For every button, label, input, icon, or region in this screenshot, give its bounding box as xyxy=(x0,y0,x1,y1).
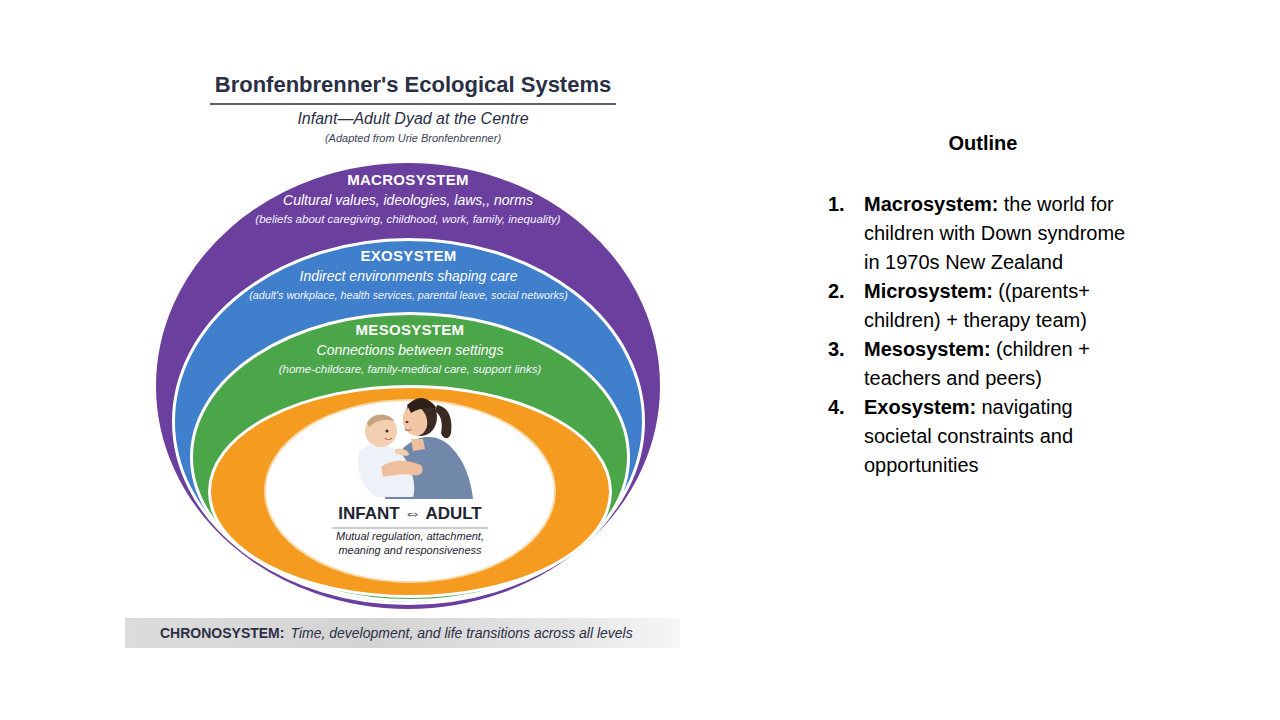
mesosystem-ellipse: MESOSYSTEMConnections between settings(h… xyxy=(190,312,630,602)
item-number: 4. xyxy=(828,393,864,422)
diagram-title: Bronfenbrenner's Ecological Systems xyxy=(150,72,676,98)
system-description: Indirect environments shaping care xyxy=(172,266,645,286)
system-description: Cultural values, ideologies, laws,, norm… xyxy=(153,190,663,210)
text-group: EXOSYSTEMIndirect environments shaping c… xyxy=(172,246,645,304)
subtitle: Infant—Adult Dyad at the Centre xyxy=(150,110,676,128)
item-number: 3. xyxy=(828,335,864,364)
system-examples: (home-childcare, family-medical care, su… xyxy=(190,360,630,378)
source-note: (Adapted from Urie Bronfenbrenner) xyxy=(150,132,676,144)
outline-item: 1.Macrosystem:the world for children wit… xyxy=(828,190,1138,277)
macrosystem-ellipse: MACROSYSTEMCultural values, ideologies, … xyxy=(153,160,663,612)
system-examples: Mutual regulation, attachment, meaning a… xyxy=(320,529,500,557)
text-group: INFANT ⇔ ADULT Mutual regulation, attachm… xyxy=(208,503,612,557)
system-heading: EXOSYSTEM xyxy=(172,246,645,266)
chronosystem-band: CHRONOSYSTEM: Time, development, and life… xyxy=(125,618,680,648)
title-rule xyxy=(210,103,616,105)
item-body: Mesosystem:(children + teachers and peer… xyxy=(864,335,1138,393)
text-group: MACROSYSTEMCultural values, ideologies, … xyxy=(153,170,663,228)
item-term: Mesosystem: xyxy=(864,338,991,360)
text-group: MESOSYSTEMConnections between settings(h… xyxy=(190,320,630,378)
outline-item: 3.Mesosystem:(children + teachers and pe… xyxy=(828,335,1138,393)
outline-item: 2.Microsystem:((parents+ children) + the… xyxy=(828,277,1138,335)
item-term: Exosystem: xyxy=(864,396,976,418)
outline-heading: Outline xyxy=(830,132,1136,155)
band-heading: CHRONOSYSTEM: xyxy=(160,625,284,641)
dyad-ellipse: INFANT ⇔ ADULT Mutual regulation, attachm… xyxy=(208,385,612,598)
band-text: Time, development, and life transitions … xyxy=(290,625,632,641)
item-number: 2. xyxy=(828,277,864,306)
system-heading: INFANT ⇔ ADULT xyxy=(208,503,612,525)
mother-infant-illustration xyxy=(325,389,475,499)
item-body: Microsystem:((parents+ children) + thera… xyxy=(864,277,1138,335)
system-examples: (adult's workplace, health services, par… xyxy=(172,286,645,304)
item-term: Microsystem: xyxy=(864,280,993,302)
outline-list: 1.Macrosystem:the world for children wit… xyxy=(828,190,1138,480)
exosystem-ellipse: EXOSYSTEMIndirect environments shaping c… xyxy=(172,238,645,605)
system-heading: MACROSYSTEM xyxy=(153,170,663,190)
item-body: Exosystem:navigating societal constraint… xyxy=(864,393,1138,480)
system-description: Connections between settings xyxy=(190,340,630,360)
outline-item: 4.Exosystem:navigating societal constrai… xyxy=(828,393,1138,480)
system-examples: (beliefs about caregiving, childhood, wo… xyxy=(153,210,663,228)
item-term: Macrosystem: xyxy=(864,193,999,215)
item-number: 1. xyxy=(828,190,864,219)
item-body: Macrosystem:the world for children with … xyxy=(864,190,1138,277)
system-heading: MESOSYSTEM xyxy=(190,320,630,340)
